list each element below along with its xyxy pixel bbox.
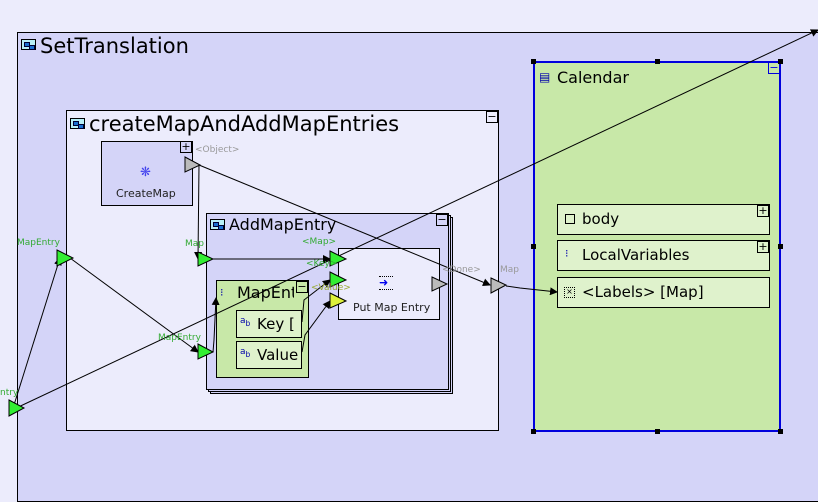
string-icon: ab [240, 316, 251, 328]
pin-label: ntry [0, 388, 19, 398]
labels-icon: × [564, 287, 575, 298]
create-map-node[interactable]: ❋ CreateMap + [101, 141, 193, 206]
expand-button[interactable]: + [757, 204, 769, 217]
node-title: AddMapEntry [229, 215, 337, 234]
container-title: SetTranslation [40, 34, 189, 58]
box-icon [565, 214, 575, 224]
put-map-entry-node[interactable]: ➜ Put Map Entry [338, 248, 440, 320]
field-label: Value [257, 346, 299, 364]
resize-handle[interactable] [531, 244, 536, 249]
collapse-button[interactable]: − [486, 110, 498, 123]
pin-label: <Map> [302, 237, 337, 247]
resize-handle[interactable] [655, 59, 660, 64]
list-icon: ⁝ [565, 247, 569, 260]
connections-layer [8, 29, 818, 417]
resize-handle[interactable] [531, 59, 536, 64]
string-icon: ab [240, 347, 251, 359]
resize-handle[interactable] [531, 429, 536, 434]
pin-done-out [431, 276, 449, 292]
resize-handle[interactable] [778, 244, 783, 249]
resize-handle[interactable] [778, 59, 783, 64]
calendar-row-body[interactable]: body + [557, 204, 770, 235]
list-icon: ⁝ [220, 286, 224, 299]
put-icon: ➜ [379, 276, 393, 290]
pin-label: <Key> [306, 259, 338, 269]
connection-line [13, 257, 62, 406]
row-label: LocalVariables [582, 246, 690, 264]
expand-button[interactable]: + [757, 240, 769, 253]
pin-map-entry-left [56, 249, 75, 267]
pin-label: <Value> [311, 283, 351, 293]
row-label: body [582, 210, 620, 228]
pin-put-value [329, 292, 348, 309]
pin-put-key [329, 271, 348, 288]
connection-line [505, 285, 558, 296]
expand-button[interactable]: + [180, 140, 192, 153]
object-pin-label: <Object> [195, 145, 240, 155]
value-field[interactable]: ab Value [236, 341, 302, 369]
collapse-button[interactable]: − [296, 280, 308, 293]
pin-label: <Done> [442, 265, 481, 275]
connection-line [211, 297, 220, 353]
connection-line [194, 164, 203, 260]
frame-icon [70, 118, 85, 129]
frame-icon [210, 219, 225, 230]
pin-object-out [184, 156, 202, 173]
node-title: Calendar [557, 68, 629, 87]
connection-line [11, 29, 818, 411]
key-field[interactable]: ab Key [ [236, 310, 302, 338]
connection-line [301, 300, 331, 353]
pin-map-entry [197, 343, 215, 360]
collapse-button[interactable]: − [768, 61, 780, 74]
resize-handle[interactable] [655, 429, 660, 434]
connection-line [69, 257, 199, 353]
connection-line [198, 164, 491, 287]
resize-handle[interactable] [778, 429, 783, 434]
calendar-row-local-variables[interactable]: ⁝ LocalVariables + [557, 240, 770, 271]
pin-put-map [329, 250, 348, 267]
node-label: Put Map Entry [353, 301, 431, 314]
connection-line [301, 279, 331, 323]
calendar-row-labels[interactable]: × <Labels> [Map] [557, 277, 770, 308]
pin-label: Map [185, 239, 204, 249]
pin-label: Map [500, 265, 519, 275]
node-label: CreateMap [116, 187, 176, 200]
pin-map-gray [490, 277, 508, 294]
group-title: createMapAndAddMapEntries [89, 112, 400, 136]
calendar-icon: ▤ [539, 70, 551, 84]
pin-label: MapEntry [17, 238, 60, 248]
collapse-button[interactable]: − [436, 213, 448, 226]
frame-icon [21, 39, 36, 50]
row-label: <Labels> [Map] [582, 283, 704, 301]
field-label: Key [ [257, 315, 295, 333]
pin-label: MapEntry [158, 333, 201, 343]
pin-map [197, 251, 215, 267]
create-icon: ❋ [140, 165, 151, 180]
pin-map-entry-edge [8, 399, 26, 417]
